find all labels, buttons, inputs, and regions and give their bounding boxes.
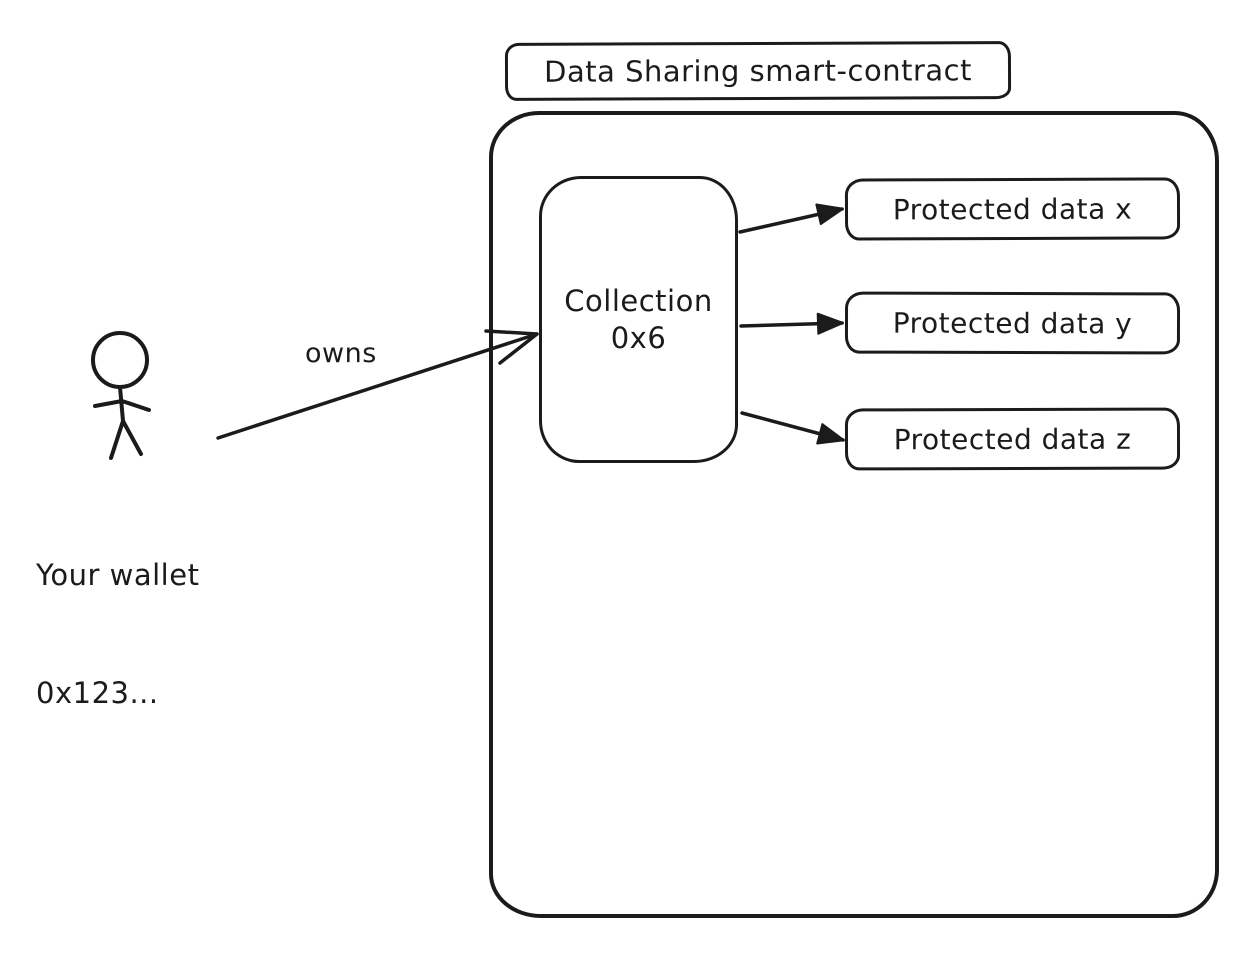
person-head xyxy=(91,331,149,389)
collection-label-line1: Collection xyxy=(564,284,713,319)
collection-box: Collection 0x6 xyxy=(539,176,738,463)
person-arms xyxy=(93,399,151,412)
person-icon xyxy=(91,331,151,460)
wallet-label-line2: 0x123... xyxy=(36,675,159,710)
collection-label-line2: 0x6 xyxy=(610,320,667,355)
owns-arrow-label: owns xyxy=(305,338,377,369)
protected-data-z-label: Protected data z xyxy=(893,422,1132,456)
wallet-label-line1: Your wallet xyxy=(36,558,200,593)
person-legs xyxy=(109,419,143,460)
smart-contract-title: Data Sharing smart-contract xyxy=(544,53,972,89)
protected-data-z-box: Protected data z xyxy=(844,407,1181,471)
wallet-label: Your wallet 0x123... xyxy=(36,478,199,791)
protected-data-y-box: Protected data y xyxy=(844,291,1181,355)
protected-data-x-box: Protected data x xyxy=(844,177,1181,241)
person-body xyxy=(118,385,125,423)
smart-contract-title-box: Data Sharing smart-contract xyxy=(504,41,1012,101)
protected-data-y-label: Protected data y xyxy=(892,306,1133,340)
protected-data-x-label: Protected data x xyxy=(892,192,1133,226)
